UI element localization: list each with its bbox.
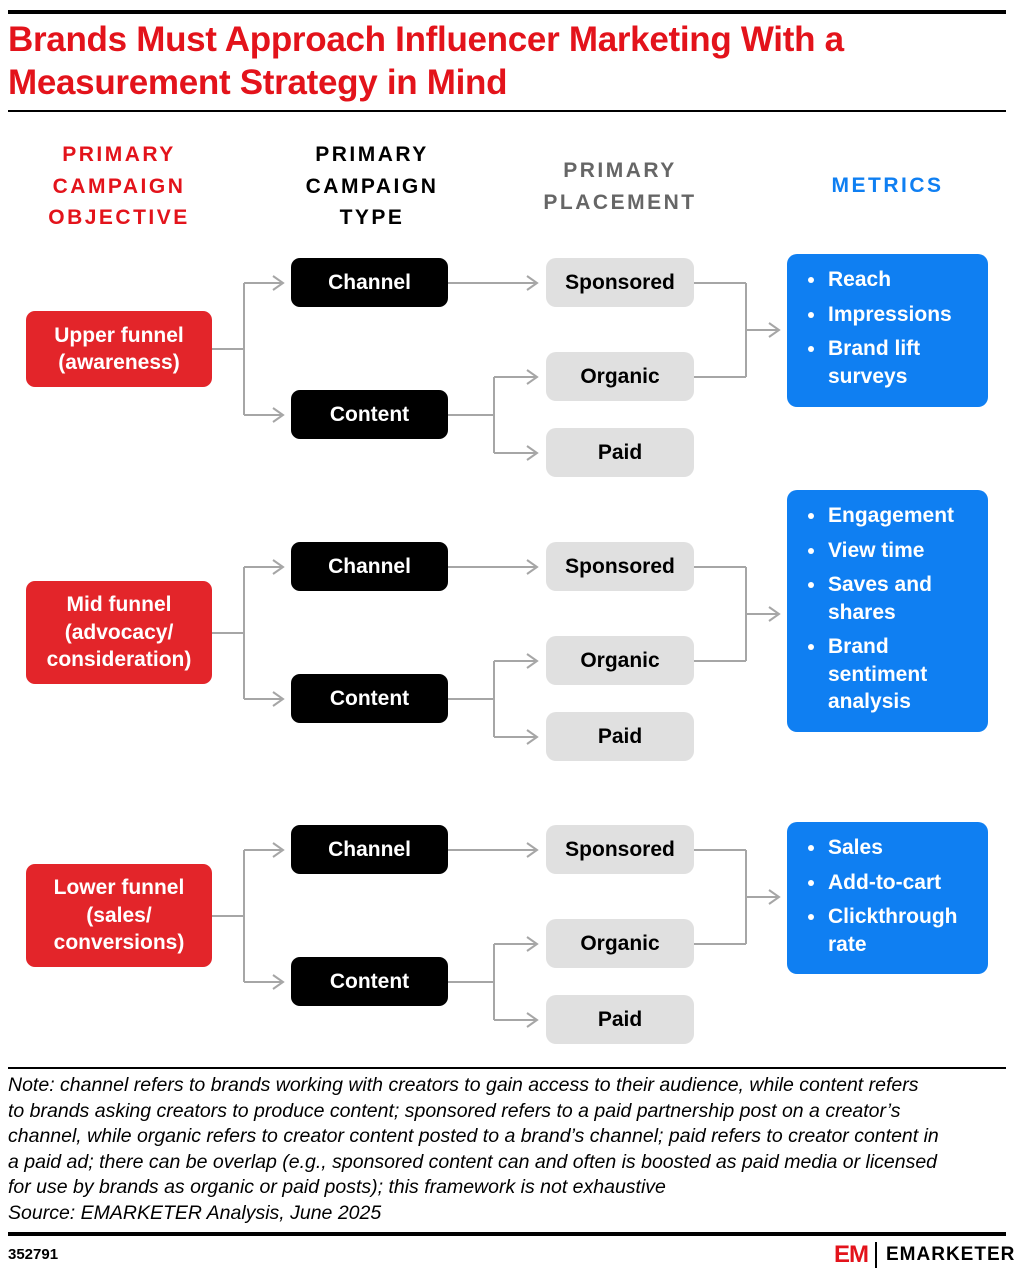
- type-channel: Channel: [291, 542, 448, 591]
- logo-wordmark: EMARKETER: [886, 1244, 1014, 1265]
- type-content: Content: [291, 390, 448, 439]
- placement-sponsored: Sponsored: [546, 258, 694, 307]
- metric-item: Add-to-cart: [805, 869, 978, 897]
- column-header-metrics: METRICS: [831, 174, 944, 197]
- metric-item: Reach: [805, 266, 978, 294]
- placement-organic: Organic: [546, 919, 694, 968]
- type-channel: Channel: [291, 825, 448, 874]
- logo-separator: [875, 1242, 877, 1268]
- row-connectors: [212, 842, 780, 1028]
- top-rule: [8, 10, 1006, 14]
- placement-paid: Paid: [546, 428, 694, 477]
- placement-paid: Paid: [546, 995, 694, 1044]
- objective-upper-funnel: Upper funnel(awareness): [26, 311, 212, 387]
- metric-item: View time: [805, 537, 978, 565]
- title-divider: [8, 110, 1006, 112]
- placement-sponsored: Sponsored: [546, 825, 694, 874]
- chart-id: 352791: [8, 1246, 59, 1263]
- type-content: Content: [291, 674, 448, 723]
- footnote: Note: channel refers to brands working w…: [8, 1073, 1008, 1226]
- logo-mark: EM: [834, 1241, 869, 1268]
- placement-organic: Organic: [546, 352, 694, 401]
- placement-paid: Paid: [546, 712, 694, 761]
- type-channel: Channel: [291, 258, 448, 307]
- type-content: Content: [291, 957, 448, 1006]
- metric-item: Engagement: [805, 502, 978, 530]
- metric-item: Sales: [805, 834, 978, 862]
- placement-sponsored: Sponsored: [546, 542, 694, 591]
- objective-lower-funnel: Lower funnel(sales/conversions): [26, 864, 212, 967]
- emarketer-logo: EM EMARKETER: [834, 1241, 1014, 1269]
- objective-mid-funnel: Mid funnel(advocacy/consideration): [26, 581, 212, 684]
- page-title: Brands Must Approach Influencer Marketin…: [8, 20, 844, 102]
- source-line: Source: EMARKETER Analysis, June 2025: [8, 1201, 382, 1224]
- bottom-rule: [8, 1232, 1006, 1236]
- row-connectors: [212, 275, 780, 461]
- placement-organic: Organic: [546, 636, 694, 685]
- note-divider: [8, 1067, 1006, 1069]
- row-connectors: [212, 559, 780, 745]
- metric-item: Impressions: [805, 301, 978, 329]
